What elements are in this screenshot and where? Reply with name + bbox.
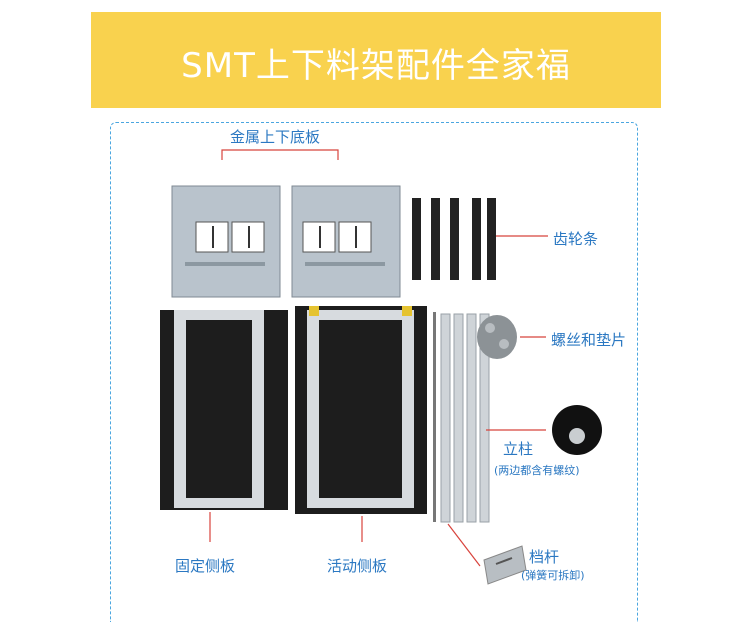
gear-strip-label: 齿轮条 — [553, 230, 599, 248]
gear-strips — [412, 198, 496, 280]
page-title: SMT上下料架配件全家福 — [181, 46, 571, 86]
movable-side-label: 活动侧板 — [327, 557, 388, 575]
rod-label: 档杆 — [529, 548, 560, 566]
column-label: 立柱 — [503, 440, 534, 458]
metal-plate-label: 金属上下底板 — [230, 128, 321, 146]
fixed-side-label: 固定侧板 — [175, 557, 236, 575]
column-detail — [552, 405, 602, 455]
screws-pile — [477, 315, 517, 359]
title-banner: SMT上下料架配件全家福 — [91, 12, 661, 108]
fixed-side-panel — [160, 310, 288, 510]
rod-detail — [483, 545, 527, 585]
product-frame — [110, 122, 638, 622]
column-note: (两边都含有螺纹) — [494, 464, 580, 477]
movable-side-panel — [295, 306, 427, 514]
screws-label: 螺丝和垫片 — [551, 331, 627, 349]
metal-plate-left — [171, 185, 281, 298]
rod-note: (弹簧可拆卸) — [521, 569, 585, 582]
rod-pointer — [447, 523, 481, 567]
metal-plate-right — [291, 185, 401, 298]
columns — [433, 312, 490, 523]
metal-plate-bracket — [221, 149, 339, 160]
